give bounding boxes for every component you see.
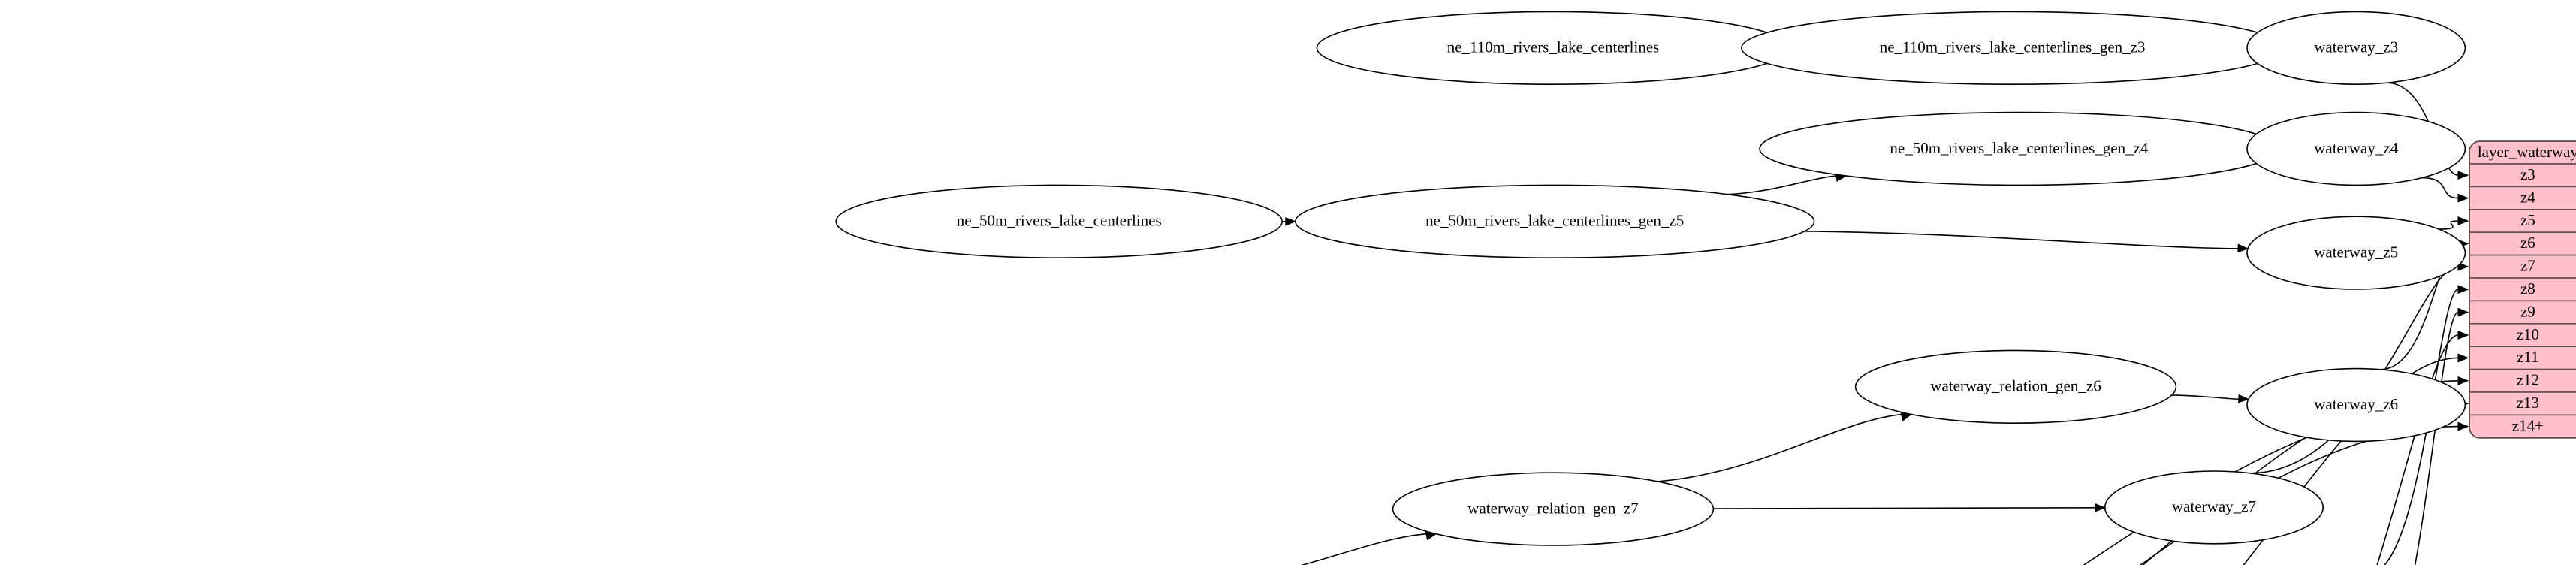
table-title-cell (2469, 141, 2576, 165)
node-ellipse[interactable] (1392, 472, 1715, 546)
edge-arrowhead (1285, 216, 1297, 226)
table-row[interactable] (2469, 254, 2576, 279)
table-outline (2469, 140, 2576, 439)
graph-edge (2171, 394, 2240, 400)
table-row[interactable] (2469, 208, 2576, 233)
graph-node[interactable]: waterway_z6 (2246, 367, 2466, 443)
node-ellipse[interactable] (2246, 216, 2466, 290)
graph-node[interactable]: ne_50m_rivers_lake_centerlines_gen_z4 (1759, 111, 2279, 186)
node-ellipse[interactable] (1759, 111, 2279, 186)
table-row[interactable] (2469, 163, 2576, 188)
node-ellipse[interactable] (1316, 11, 1790, 86)
edge-arrowhead (2457, 171, 2469, 180)
graph-edge (1657, 413, 1903, 482)
table-row[interactable] (2469, 346, 2576, 370)
node-ellipse[interactable] (1741, 11, 2285, 86)
node-ellipse[interactable] (2104, 470, 2324, 545)
graph-edge (2439, 220, 2459, 230)
graph-edge (1713, 506, 2096, 509)
graph-node[interactable]: waterway_relation_gen_z7 (1392, 472, 1715, 546)
edge-arrowhead (2237, 243, 2249, 253)
graph-node[interactable]: ne_50m_rivers_lake_centerlines_gen_z5 (1294, 184, 1815, 258)
graph-node[interactable]: waterway_relation_gen_z6 (1854, 349, 2177, 424)
graph-node[interactable]: ne_50m_rivers_lake_centerlines (835, 184, 1283, 258)
graph-node[interactable]: waterway_z5 (2246, 216, 2466, 290)
table-row[interactable] (2469, 391, 2576, 416)
table-row[interactable] (2469, 277, 2576, 302)
graph-edge (1804, 231, 2239, 249)
node-ellipse[interactable] (2246, 11, 2466, 86)
graph-node[interactable]: ne_110m_rivers_lake_centerlines_gen_z3 (1741, 11, 2285, 86)
graph-node[interactable]: ne_110m_rivers_lake_centerlines (1316, 11, 1790, 86)
edge-arrowhead (2457, 331, 2469, 340)
edge-arrowhead (2095, 503, 2107, 512)
graph-edge (1301, 533, 1428, 565)
graph-node[interactable]: waterway_z7 (2104, 470, 2324, 545)
layer-waterway-table: layer_waterwayz3z4z5z6z7z8z9z10z11z12z13… (2469, 140, 2576, 439)
graph-edge (1727, 175, 1838, 195)
graph-edge (2083, 403, 2459, 565)
graph-edge (2139, 425, 2459, 565)
edge-arrowhead (2238, 394, 2250, 403)
edge-arrowhead (2457, 307, 2469, 317)
table-row[interactable] (2469, 231, 2576, 256)
table-row[interactable] (2469, 368, 2576, 393)
edge-arrowhead (2457, 193, 2469, 203)
edge-arrowhead (2457, 353, 2469, 363)
graph-node[interactable]: waterway_z4 (2246, 111, 2466, 186)
graph-edge (2421, 177, 2459, 199)
node-ellipse[interactable] (835, 184, 1283, 258)
edge-arrowhead (2457, 376, 2469, 385)
graph-node[interactable]: waterway_z3 (2246, 11, 2466, 86)
node-ellipse[interactable] (2246, 367, 2466, 443)
table-row[interactable] (2469, 322, 2576, 347)
edge-arrowhead (2457, 261, 2469, 271)
graph-edge (2414, 311, 2459, 565)
edge-arrowhead (2457, 421, 2469, 431)
table-row[interactable] (2469, 300, 2576, 325)
node-ellipse[interactable] (1854, 349, 2177, 424)
table-row[interactable] (2469, 414, 2576, 438)
node-ellipse[interactable] (2246, 111, 2466, 186)
edge-arrowhead (2457, 285, 2469, 295)
edge-arrowhead (2457, 216, 2469, 225)
node-ellipse[interactable] (1294, 184, 1815, 258)
nodes-layer: imposm3osm_waterway_relationosm_waterway… (835, 11, 2466, 546)
table-row[interactable] (2469, 186, 2576, 210)
